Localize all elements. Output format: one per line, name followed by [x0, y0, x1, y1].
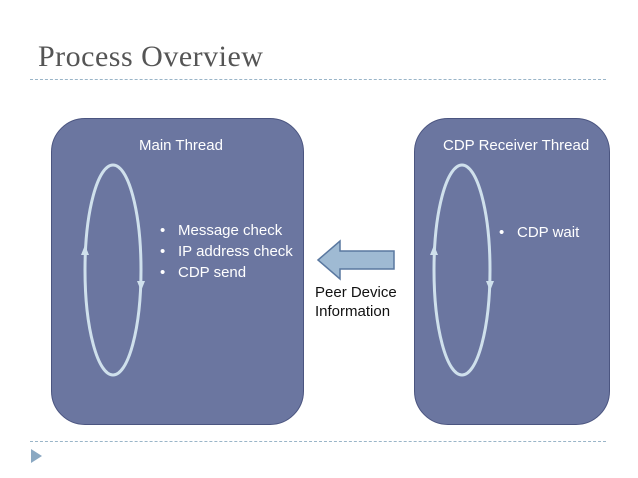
title-divider: [30, 79, 606, 80]
main-thread-panel: Main Thread Message check IP address che…: [51, 118, 304, 425]
loop-ellipse: [432, 163, 492, 377]
arrow-label: Peer Device Information: [315, 283, 397, 321]
cdp-thread-loop-icon: [430, 163, 494, 377]
bullet-ip-address-check: IP address check: [160, 241, 293, 262]
triangle-right-icon[interactable]: [31, 449, 43, 463]
bullet-message-check: Message check: [160, 220, 293, 241]
main-thread-loop-icon: [81, 163, 145, 377]
loop-ellipse: [83, 163, 143, 377]
loop-arrowhead-down: [137, 281, 145, 291]
loop-arrowhead-down: [486, 281, 494, 291]
cdp-thread-bullet-list: CDP wait: [499, 222, 579, 243]
bullet-cdp-send: CDP send: [160, 262, 293, 283]
left-arrow-icon: [316, 239, 395, 281]
main-thread-title: Main Thread: [139, 137, 223, 154]
footer-divider: [30, 441, 606, 442]
slide-title: Process Overview: [38, 40, 264, 73]
loop-arrowhead-up: [81, 245, 89, 255]
bullet-cdp-wait: CDP wait: [499, 222, 579, 243]
arrow-label-line1: Peer Device: [315, 284, 397, 301]
cdp-thread-title: CDP Receiver Thread: [443, 137, 590, 154]
arrow-label-line2: Information: [315, 303, 391, 320]
loop-arrowhead-up: [430, 245, 438, 255]
cdp-receiver-thread-panel: CDP Receiver Thread CDP wait: [414, 118, 610, 425]
main-thread-bullet-list: Message check IP address check CDP send: [160, 220, 293, 283]
